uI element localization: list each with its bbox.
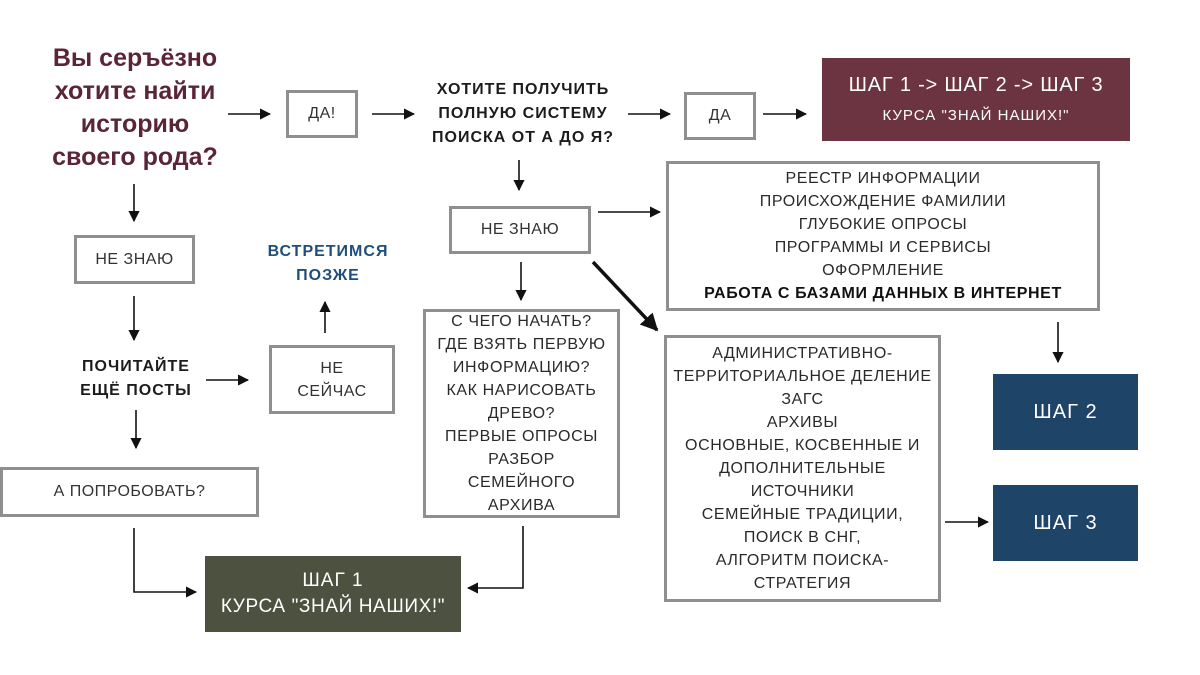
- step2-box: ШАГ 2: [993, 374, 1138, 450]
- step1-line1: ШАГ 1: [302, 570, 364, 591]
- all-steps-line2: КУРСА "ЗНАЙ НАШИХ!": [882, 106, 1070, 124]
- topic-line: ИНФОРМАЦИЮ?: [452, 359, 591, 376]
- arrow-step1-topics-to-step1: [466, 526, 524, 594]
- see-later-text: ВСТРЕТИМСЯ ПОЗЖЕ: [267, 243, 389, 284]
- yes-2-label: ДА: [708, 107, 732, 124]
- read-posts-text: ПОЧИТАЙТЕ ЕЩЁ ПОСТЫ: [80, 358, 192, 399]
- all-steps-line1: ШАГ 1 -> ШАГ 2 -> ШАГ 3: [848, 73, 1104, 96]
- topic-line: АРХИВА: [487, 497, 556, 514]
- step3-box: ШАГ 3: [993, 485, 1138, 561]
- topic-line: ТЕРРИТОРИАЛЬНОЕ ДЕЛЕНИЕ: [673, 368, 932, 385]
- topic-line: АЛГОРИТМ ПОИСКА-: [715, 552, 890, 569]
- topic-line: ПЕРВЫЕ ОПРОСЫ: [444, 428, 599, 445]
- system-question: ХОТИТЕ ПОЛУЧИТЬ ПОЛНУЮ СИСТЕМУ ПОИСКА ОТ…: [432, 81, 614, 146]
- yes-box: ДА!: [286, 90, 358, 138]
- topic-line: ПРОГРАММЫ И СЕРВИСЫ: [774, 239, 992, 256]
- topic-line: КАК НАРИСОВАТЬ: [446, 382, 597, 399]
- arrow-try-to-step1: [133, 528, 198, 598]
- step1-box: ШАГ 1 КУРСА "ЗНАЙ НАШИХ!": [205, 556, 461, 632]
- topic-line: ДРЕВО?: [487, 405, 556, 422]
- dont-know-left-label: НЕ ЗНАЮ: [95, 250, 174, 268]
- topic-line: ПОИСК В СНГ,: [743, 529, 862, 546]
- topic-line: ПРОИСХОЖДЕНИЕ ФАМИЛИИ: [759, 193, 1007, 210]
- step2-label: ШАГ 2: [1033, 400, 1098, 423]
- topic-line: ГДЕ ВЗЯТЬ ПЕРВУЮ: [437, 336, 606, 353]
- yes-label: ДА!: [308, 105, 336, 122]
- step1-topics-box: С ЧЕГО НАЧАТЬ? ГДЕ ВЗЯТЬ ПЕРВУЮ ИНФОРМАЦ…: [423, 309, 620, 518]
- dont-know-left-box: НЕ ЗНАЮ: [74, 235, 195, 284]
- topic-line: СЕМЕЙНОГО: [467, 474, 576, 491]
- topic-line: ОСНОВНЫЕ, КОСВЕННЫЕ И: [685, 437, 920, 454]
- topic-line: АРХИВЫ: [766, 414, 839, 431]
- step3-topics-box: АДМИНИСТРАТИВНО- ТЕРРИТОРИАЛЬНОЕ ДЕЛЕНИЕ…: [664, 335, 941, 602]
- topic-line: ГЛУБОКИЕ ОПРОСЫ: [798, 216, 968, 233]
- topic-line: ЗАГС: [781, 391, 824, 408]
- step1-line2: КУРСА "ЗНАЙ НАШИХ!": [220, 596, 446, 617]
- topic-line: ОФОРМЛЕНИЕ: [822, 262, 944, 279]
- topic-line: СТРАТЕГИЯ: [753, 575, 852, 592]
- topic-line: РАЗБОР: [488, 451, 555, 468]
- dont-know-mid-box: НЕ ЗНАЮ: [449, 206, 591, 254]
- topic-line: ИСТОЧНИКИ: [750, 483, 855, 500]
- topic-line: С ЧЕГО НАЧАТЬ?: [451, 313, 592, 330]
- topic-line: ДОПОЛНИТЕЛЬНЫЕ: [719, 460, 886, 477]
- yes-box-2: ДА: [684, 92, 756, 140]
- step2-topics-box: РЕЕСТР ИНФОРМАЦИИ ПРОИСХОЖДЕНИЕ ФАМИЛИИ …: [666, 161, 1100, 311]
- main-question: Вы серъёзно хотите найти историю своего …: [52, 44, 218, 171]
- step3-label: ШАГ 3: [1033, 511, 1098, 534]
- not-now-box: НЕ СЕЙЧАС: [269, 345, 395, 414]
- arrow-dontknow-to-step3-topics: [591, 260, 659, 332]
- topic-line: АДМИНИСТРАТИВНО-: [712, 345, 893, 362]
- dont-know-mid-label: НЕ ЗНАЮ: [480, 221, 560, 238]
- topic-line: СЕМЕЙНЫЕ ТРАДИЦИИ,: [701, 506, 904, 523]
- topic-line-bold: РАБОТА С БАЗАМИ ДАННЫХ В ИНТЕРНЕТ: [704, 285, 1062, 302]
- try-it-label: А ПОПРОБОВАТЬ?: [53, 483, 206, 500]
- topic-line: РЕЕСТР ИНФОРМАЦИИ: [785, 170, 981, 187]
- try-it-box: А ПОПРОБОВАТЬ?: [0, 467, 259, 517]
- all-steps-box: ШАГ 1 -> ШАГ 2 -> ШАГ 3 КУРСА "ЗНАЙ НАШИ…: [822, 58, 1130, 141]
